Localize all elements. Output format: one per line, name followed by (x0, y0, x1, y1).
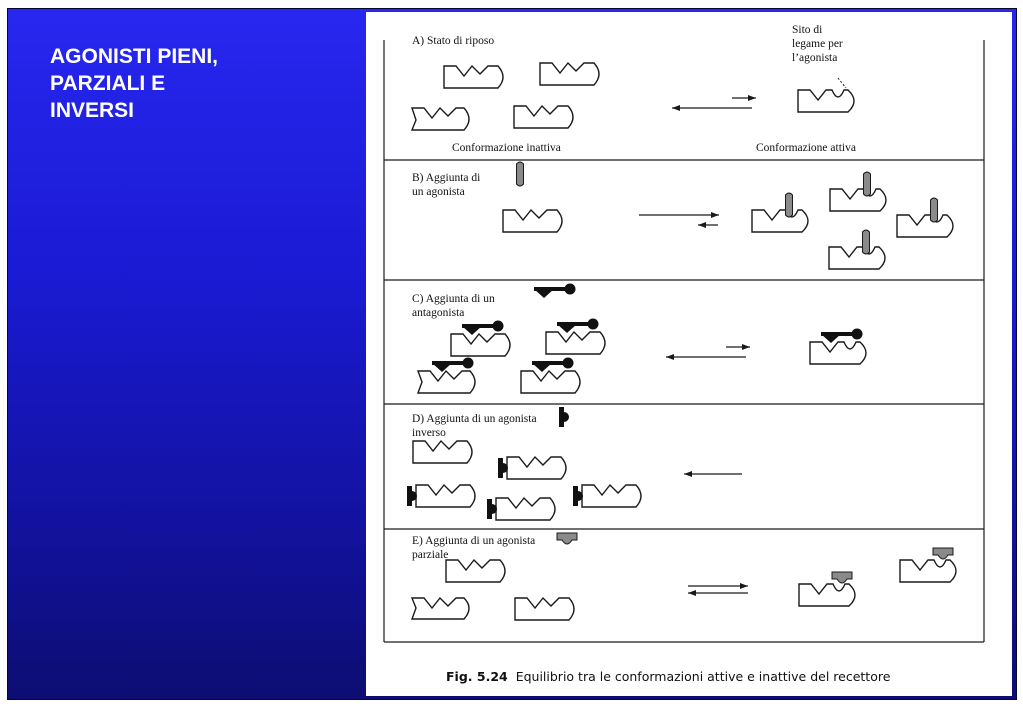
receptor-inactive (506, 456, 567, 480)
panel-frame (383, 40, 985, 643)
agonist-icon (516, 161, 524, 187)
agonist-icon (863, 171, 871, 197)
receptor-inactive (502, 209, 563, 233)
panel-b-label-line-1: B) Aggiunta di (412, 172, 480, 184)
active-conformation-label: Conformazione attiva (756, 142, 856, 154)
agonist-icon (785, 192, 793, 218)
figure-panel: A) Stato di riposo Sito di legame per l’… (366, 12, 1012, 696)
receptor-active (751, 209, 809, 233)
receptor-active (896, 214, 954, 238)
panel-c-label-line-2: antagonista (412, 307, 464, 319)
receptor-inactive (539, 62, 600, 86)
panel-c-label-line-1: C) Aggiunta di un (412, 293, 495, 305)
receptor-inactive (513, 105, 574, 129)
partial-agonist-icon (831, 571, 853, 584)
receptor-inactive (417, 369, 476, 394)
receptor-inactive (581, 484, 642, 508)
receptor-inactive (443, 65, 504, 89)
panel-d: D) Aggiunta di un agonista inverso (407, 407, 742, 521)
figure-caption: Fig. 5.24 Equilibrio tra le conformazion… (446, 669, 891, 684)
panel-c: C) Aggiunta di un antagonista (412, 283, 867, 394)
receptor-inactive (412, 440, 473, 464)
panel-e-label-line-1: E) Aggiunta di un agonista (412, 535, 535, 547)
slide-title-line-3: INVERSI (50, 99, 135, 122)
partial-agonist-icon (556, 532, 578, 545)
slide-title-line-2: PARZIALI E (50, 72, 166, 95)
panel-b: B) Aggiunta di un agonista (412, 161, 954, 270)
binding-site-pointer (837, 77, 847, 89)
panel-d-label-line-1: D) Aggiunta di un agonista (412, 413, 537, 425)
panel-b-label-line-2: un agonista (412, 186, 465, 198)
panel-a: A) Stato di riposo Sito di legame per l’… (410, 24, 856, 154)
panel-d-label-line-2: inverso (412, 427, 446, 439)
receptor-inactive (410, 596, 470, 620)
panel-e-label-line-2: parziale (412, 549, 448, 561)
antagonist-icon (532, 357, 574, 372)
receptor-active (829, 188, 887, 212)
receptor-active (797, 89, 855, 113)
agonist-icon (930, 197, 938, 223)
figure-caption-text: Equilibrio tra le conformazioni attive e… (516, 669, 891, 684)
receptor-inactive (514, 597, 575, 621)
binding-site-label-line-1: Sito di (792, 24, 822, 36)
panel-e: E) Aggiunta di un agonista parziale (410, 532, 957, 621)
antagonist-icon (557, 318, 599, 333)
partial-agonist-icon (932, 547, 954, 560)
antagonist-icon (462, 320, 504, 335)
receptor-inactive (445, 559, 506, 583)
agonist-icon (862, 229, 870, 255)
receptor-active (809, 341, 867, 365)
inactive-conformation-label: Conformazione inattiva (452, 142, 561, 154)
inverse-agonist-icon (559, 407, 569, 427)
receptor-active (899, 559, 957, 583)
receptor-inactive (415, 484, 476, 508)
antagonist-icon (534, 283, 576, 298)
binding-site-label-line-3: l’agonista (792, 52, 837, 64)
antagonist-icon (432, 357, 474, 372)
receptor-active (798, 583, 856, 607)
receptor-inactive (450, 333, 511, 357)
receptor-inactive (545, 331, 606, 355)
slide-title-line-1: AGONISTI PIENI, (50, 45, 219, 68)
receptor-inactive (520, 370, 581, 394)
figure-caption-number: Fig. 5.24 (446, 669, 508, 684)
receptor-active (828, 246, 886, 270)
antagonist-icon (821, 328, 863, 343)
receptor-inactive (495, 497, 556, 521)
panel-a-label: A) Stato di riposo (412, 35, 494, 47)
binding-site-label-line-2: legame per (792, 38, 843, 50)
receptor-equilibrium-diagram: A) Stato di riposo Sito di legame per l’… (383, 24, 985, 684)
slide-title: AGONISTI PIENI, PARZIALI E INVERSI (50, 43, 350, 124)
receptor-inactive (410, 106, 470, 131)
